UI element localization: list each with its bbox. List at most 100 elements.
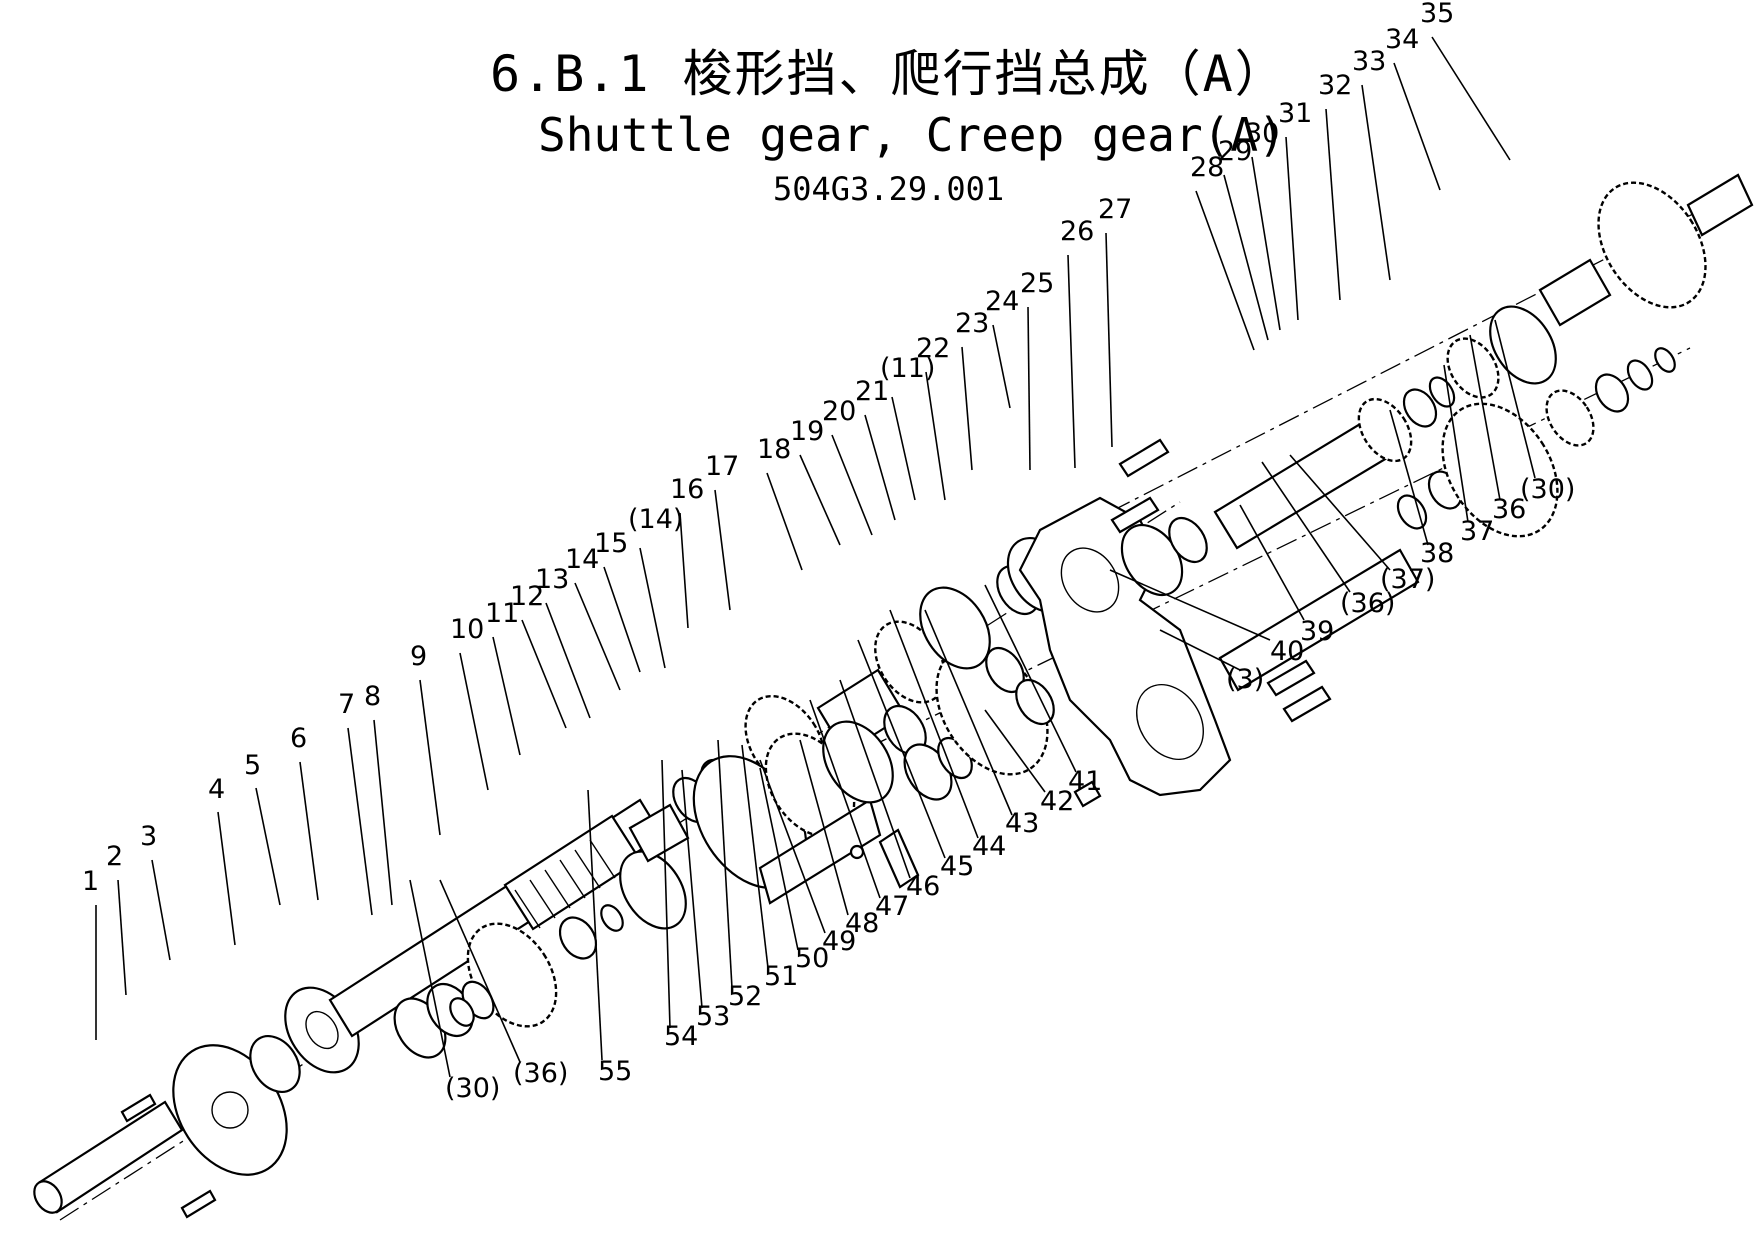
- seal-ring-4: [249, 1035, 301, 1093]
- callout-53: 53: [696, 1001, 730, 1032]
- leader-line-30p_right: [1494, 319, 1536, 479]
- leader-line-11: [492, 636, 521, 756]
- snap-ring-55: [619, 850, 687, 930]
- leader-line-16: [679, 512, 689, 629]
- callout-36p_left: (36): [513, 1058, 568, 1089]
- countershaft-axis: [729, 347, 1691, 816]
- callout-41: 41: [1068, 766, 1102, 797]
- leader-line-27: [1105, 232, 1113, 448]
- leader-line-32: [1325, 108, 1341, 301]
- leader-line-15: [603, 566, 641, 673]
- leader-line-42: [984, 709, 1046, 793]
- callout-36: 36: [1492, 494, 1526, 525]
- callout-30p_right: (30): [1520, 474, 1575, 505]
- callout-30: 30: [1245, 118, 1279, 149]
- leader-line-33: [1361, 84, 1391, 281]
- callout-49: 49: [822, 926, 856, 957]
- callout-54: 54: [664, 1021, 698, 1052]
- leader-line-44: [889, 609, 979, 839]
- leader-line-21: [864, 414, 896, 521]
- leader-line-23: [961, 346, 973, 471]
- flange-bore: [211, 1091, 249, 1129]
- gear-34: [1597, 181, 1707, 309]
- callout-11: 11: [485, 598, 519, 629]
- leader-line-4: [217, 811, 236, 946]
- leader-line-26: [1067, 254, 1076, 469]
- leader-line-18: [766, 472, 803, 571]
- sleeve-shaft-end: [33, 1180, 63, 1214]
- callout-17: 17: [705, 451, 739, 482]
- needle-bearing-37: [1594, 373, 1630, 413]
- leader-line-36p_left: [439, 879, 521, 1063]
- snap-ring-36: [1626, 359, 1654, 391]
- bolt-25: [1110, 496, 1160, 534]
- callout-47: 47: [875, 891, 909, 922]
- leader-line-29: [1223, 174, 1269, 341]
- leader-line-36: [1469, 334, 1501, 501]
- callout-21: 21: [855, 376, 889, 407]
- leader-line-3p: [1159, 629, 1241, 671]
- leader-line-52: [717, 739, 733, 989]
- callout-20: 20: [822, 396, 856, 427]
- callout-32: 32: [1318, 70, 1352, 101]
- leader-line-55: [587, 789, 603, 1061]
- leader-line-12: [521, 619, 567, 729]
- small-ring-12: [600, 904, 624, 932]
- callout-10: 10: [450, 614, 484, 645]
- leader-line-2: [117, 879, 127, 996]
- callout-12: 12: [510, 581, 544, 612]
- bushing-35: [1686, 173, 1754, 237]
- housing-bore-lower: [1136, 683, 1204, 761]
- callout-11p: (11): [880, 353, 935, 384]
- leader-line-49: [759, 759, 826, 934]
- bolt-40-lower: [1282, 685, 1332, 723]
- leader-line-51: [741, 744, 769, 969]
- leader-line-36p_right: [1261, 461, 1351, 593]
- leader-line-14: [574, 582, 621, 691]
- ball-50: [849, 844, 865, 860]
- leader-line-50: [759, 767, 799, 951]
- callout-2: 2: [106, 841, 123, 872]
- callout-33: 33: [1352, 46, 1386, 77]
- leader-line-48: [799, 739, 849, 916]
- part-shapes: [33, 173, 1754, 1219]
- leader-line-34: [1393, 62, 1441, 191]
- ring-43: [1015, 678, 1055, 726]
- flange-bolt-lower: [180, 1189, 217, 1219]
- ball-bearing-5-bore: [305, 1010, 339, 1050]
- callout-37p: (37): [1380, 564, 1435, 595]
- leader-line-19: [799, 454, 841, 546]
- diagram-part-code: 504G3.29.001: [773, 170, 1005, 208]
- snap-ring-36-right: [1396, 494, 1428, 530]
- leader-line-5: [255, 787, 281, 906]
- callout-22: 22: [916, 333, 950, 364]
- callout-35: 35: [1420, 0, 1454, 29]
- snap-ring-30-left: [449, 997, 475, 1027]
- callout-52: 52: [728, 981, 762, 1012]
- callout-5: 5: [244, 750, 261, 781]
- leader-line-30p_left: [409, 879, 451, 1078]
- leader-line-25: [1027, 306, 1031, 471]
- callout-24: 24: [985, 286, 1019, 317]
- callout-3p: (3): [1226, 664, 1264, 695]
- callout-7: 7: [338, 689, 355, 720]
- snap-ring-30-right: [1654, 347, 1676, 373]
- callout-3: 3: [140, 821, 157, 852]
- callout-15: 15: [594, 528, 628, 559]
- leader-line-3: [151, 859, 171, 961]
- callout-14p: (14): [628, 504, 683, 535]
- callout-40: 40: [1270, 636, 1304, 667]
- bearing-19: [919, 586, 991, 670]
- callout-55: 55: [598, 1056, 632, 1087]
- carrier-53: [758, 798, 882, 905]
- callout-27: 27: [1098, 194, 1132, 225]
- leader-line-30: [1251, 156, 1281, 331]
- leader-line-45: [857, 639, 946, 859]
- callout-9: 9: [410, 641, 427, 672]
- needle-bearing-29: [1402, 388, 1438, 428]
- leader-line-17: [714, 489, 731, 611]
- leader-line-43: [924, 609, 1013, 816]
- gear-31: [1446, 337, 1500, 399]
- flange-bolt-upper: [120, 1093, 157, 1123]
